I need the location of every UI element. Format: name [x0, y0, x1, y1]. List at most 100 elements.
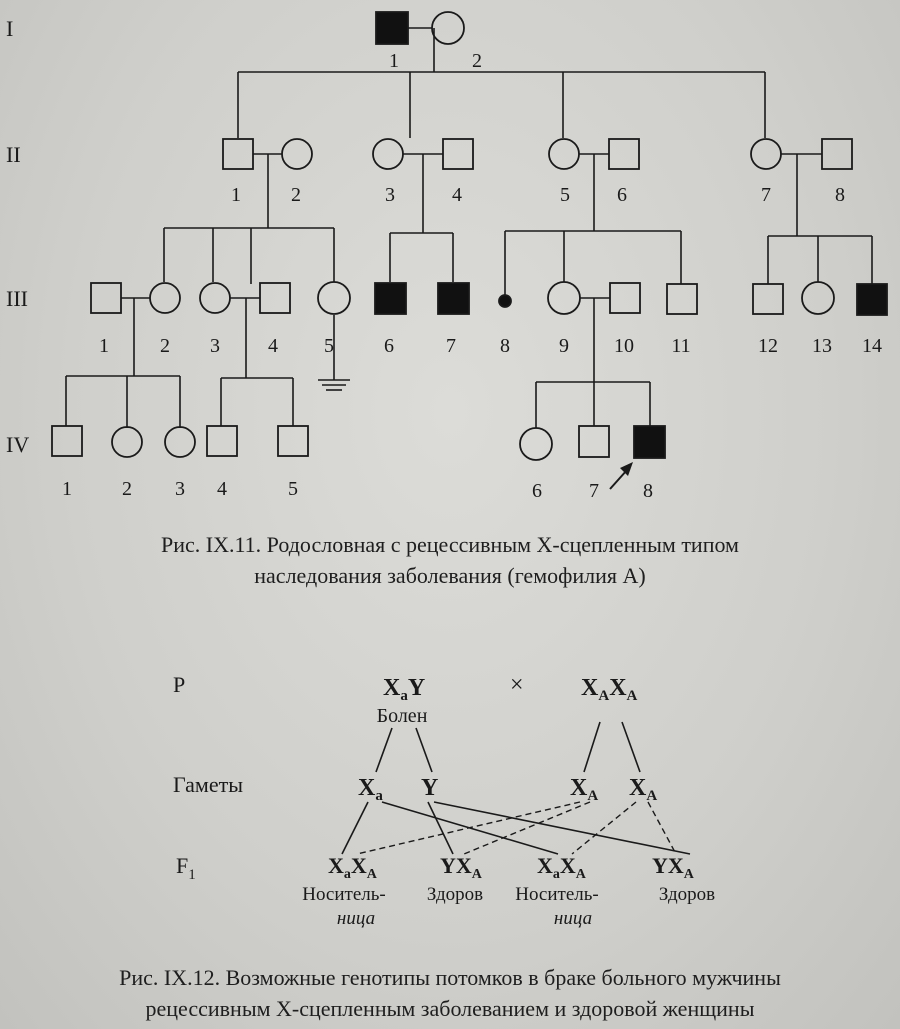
offspring-4-label: Здоров [659, 884, 715, 905]
caption-line: рецессивным Х-сцепленным заболеванием и … [145, 996, 755, 1021]
label-III-14: 14 [862, 335, 882, 357]
generation-label-IV: IV [6, 432, 29, 457]
offspring-3-label: Носитель- [515, 884, 599, 905]
offspring-2-label: Здоров [427, 884, 483, 905]
label-III-3: 3 [210, 335, 220, 357]
male-III-7-affected [437, 282, 470, 315]
pedigree-lines [65, 27, 873, 428]
male-II-6 [608, 138, 640, 170]
mother-genotype: XAXA [581, 675, 638, 704]
generation-label-III: III [6, 286, 28, 311]
label-IV-5: 5 [288, 478, 298, 500]
figure-caption-pedigree: Рис. IX.11. Родословная с рецессивным Х-… [0, 529, 900, 591]
label-III-11: 11 [671, 335, 690, 357]
gamete-2: Y [421, 775, 438, 801]
cross-dashed-lines [356, 801, 677, 855]
female-III-9 [547, 281, 581, 315]
caption-line: Рис. IX.12. Возможные генотипы потомков … [119, 965, 781, 990]
male-III-12 [752, 283, 784, 315]
female-III-13 [801, 281, 835, 315]
label-IV-8: 8 [643, 480, 653, 502]
female-IV-2 [111, 426, 143, 458]
row-label-parents: P [173, 672, 185, 697]
female-IV-3 [164, 426, 196, 458]
label-III-12: 12 [758, 335, 778, 357]
caption-line: наследования заболевания (гемофилия А) [254, 563, 646, 588]
offspring-1-label: Носитель- [302, 884, 386, 905]
male-III-14-affected [856, 283, 888, 316]
male-II-4 [442, 138, 474, 170]
female-I-2 [431, 11, 465, 45]
father-phenotype: Болен [377, 705, 428, 727]
label-III-9: 9 [559, 335, 569, 357]
male-IV-1 [51, 425, 83, 457]
pedigree-individuals [51, 11, 888, 461]
miscarriage-III-8 [498, 294, 512, 308]
male-IV-4 [206, 425, 238, 457]
cross-symbol: × [510, 672, 524, 698]
figure-caption-cross: Рис. IX.12. Возможные генотипы потомков … [0, 962, 900, 1024]
label-IV-6: 6 [532, 480, 542, 502]
father-genotype: XaY [383, 675, 425, 704]
female-IV-6 [519, 427, 553, 461]
label-I-2: 2 [472, 50, 482, 72]
genetic-cross-diagram: P Гаметы F1 XaY XAXA × Болен Xa Y XA XA … [173, 672, 715, 929]
label-I-1: 1 [389, 50, 399, 72]
label-III-2: 2 [160, 335, 170, 357]
label-III-5: 5 [324, 335, 334, 357]
label-IV-3: 3 [175, 478, 185, 500]
row-label-f1: F1 [176, 853, 196, 883]
gamete-3: XA [570, 775, 598, 804]
proband-arrow-icon [609, 462, 633, 490]
gamete-1: Xa [358, 775, 383, 804]
label-IV-4: 4 [217, 478, 227, 500]
label-III-6: 6 [384, 335, 394, 357]
row-label-gametes: Гаметы [173, 772, 243, 797]
label-II-8: 8 [835, 184, 845, 206]
male-IV-8-proband-affected [633, 425, 666, 459]
label-III-10: 10 [614, 335, 634, 357]
label-II-1: 1 [231, 184, 241, 206]
male-III-10 [609, 282, 641, 314]
label-IV-7: 7 [589, 480, 599, 502]
female-II-7 [750, 138, 782, 170]
female-II-2 [281, 138, 313, 170]
male-III-11 [666, 283, 698, 315]
offspring-3-label-cont: ница [554, 908, 592, 929]
male-I-1-affected [375, 11, 409, 45]
label-III-7: 7 [446, 335, 456, 357]
male-III-6-affected [374, 282, 407, 315]
label-III-1: 1 [99, 335, 109, 357]
label-II-6: 6 [617, 184, 627, 206]
male-III-4 [259, 282, 291, 314]
offspring-3-genotype: XaXA [537, 853, 587, 882]
label-II-5: 5 [560, 184, 570, 206]
female-II-5 [548, 138, 580, 170]
label-IV-1: 1 [62, 478, 72, 500]
label-IV-2: 2 [122, 478, 132, 500]
offspring-1-label-cont: ница [337, 908, 375, 929]
offspring-4-genotype: YXA [652, 853, 695, 882]
label-II-7: 7 [761, 184, 771, 206]
label-II-4: 4 [452, 184, 462, 206]
female-III-2 [149, 282, 181, 314]
label-III-4: 4 [268, 335, 278, 357]
male-IV-7 [578, 425, 610, 458]
male-III-1 [90, 282, 122, 314]
label-II-3: 3 [385, 184, 395, 206]
offspring-1-genotype: XaXA [328, 853, 378, 882]
male-II-8 [821, 138, 853, 170]
female-II-3 [372, 138, 404, 170]
pedigree-chart: I II III IV 1 2 1 2 3 4 5 6 7 8 1 2 3 4 … [6, 11, 888, 502]
male-II-1 [222, 138, 254, 170]
label-III-8: 8 [500, 335, 510, 357]
caption-line: Рис. IX.11. Родословная с рецессивным Х-… [161, 532, 739, 557]
male-IV-5 [277, 425, 309, 457]
gamete-4: XA [629, 775, 657, 804]
generation-label-I: I [6, 16, 13, 41]
label-III-13: 13 [812, 335, 832, 357]
generation-label-II: II [6, 142, 21, 167]
offspring-2-genotype: YXA [440, 853, 483, 882]
female-III-5 [317, 281, 351, 315]
